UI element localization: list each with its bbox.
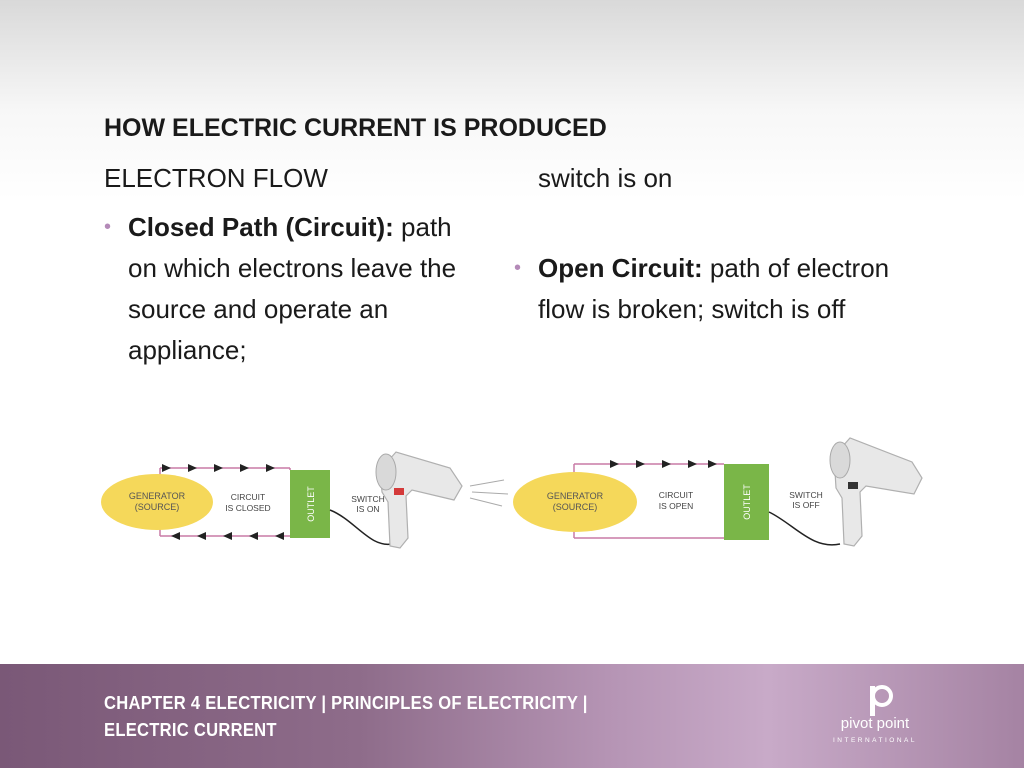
footer-bar bbox=[0, 664, 1024, 768]
generator-label: GENERATOR bbox=[129, 491, 186, 501]
outlet-box bbox=[724, 464, 769, 540]
generator-ellipse bbox=[513, 472, 637, 532]
circuit-label: CIRCUIT bbox=[231, 492, 265, 502]
circuit-state-label: IS CLOSED bbox=[225, 503, 270, 513]
outlet-box bbox=[290, 470, 330, 538]
open-circuit-definition: path of electron flow is broken; switch … bbox=[538, 253, 890, 324]
cord bbox=[329, 509, 393, 546]
airflow-lines bbox=[469, 479, 509, 507]
closed-circuit-term: Closed Path (Circuit): bbox=[128, 212, 394, 242]
logo-wordmark: pivot point bbox=[841, 715, 910, 732]
logo-subtext: INTERNATIONAL bbox=[833, 737, 917, 744]
outlet-label: OUTLET bbox=[742, 484, 752, 520]
slide-subheading: ELECTRON FLOW bbox=[104, 163, 328, 193]
switch-on-indicator bbox=[394, 488, 404, 495]
footer-chapter-text: CHAPTER 4 ELECTRICITY | PRINCIPLES OF EL… bbox=[104, 690, 619, 744]
switch-state-label: IS ON bbox=[356, 504, 379, 514]
switch-label: SWITCH bbox=[351, 494, 385, 504]
circuit-state-label: IS OPEN bbox=[659, 501, 693, 511]
closed-circuit-definition: path on which electrons leave the source… bbox=[128, 212, 457, 365]
hair-dryer-icon bbox=[375, 451, 463, 549]
electron-arrows-bottom bbox=[171, 532, 284, 540]
switch-state-label: IS OFF bbox=[792, 500, 819, 510]
pivot-point-logo: pivot point INTERNATIONAL bbox=[833, 685, 917, 744]
closed-circuit-bullet: • Closed Path (Circuit): path on which e… bbox=[104, 207, 484, 371]
electron-arrows-top bbox=[162, 464, 275, 472]
generator-label: GENERATOR bbox=[547, 491, 604, 501]
slide-title: HOW ELECTRIC CURRENT IS PRODUCED bbox=[104, 114, 607, 142]
hair-dryer-icon bbox=[829, 437, 923, 547]
generator-sublabel: (SOURCE) bbox=[553, 502, 598, 512]
generator-sublabel: (SOURCE) bbox=[135, 502, 180, 512]
generator-ellipse bbox=[101, 474, 213, 530]
cord bbox=[768, 511, 841, 546]
outlet-label: OUTLET bbox=[306, 486, 316, 522]
switch-label: SWITCH bbox=[789, 490, 823, 500]
bullet-dot: • bbox=[514, 257, 522, 279]
open-circuit-diagram: GENERATOR (SOURCE) CIRCUIT IS OPEN OUTLE… bbox=[513, 437, 923, 547]
switch-off-indicator bbox=[848, 482, 858, 489]
footer-line-2: ELECTRIC CURRENT bbox=[104, 720, 277, 740]
closed-circuit-diagram: GENERATOR (SOURCE) CIRCUIT IS CLOSED OUT… bbox=[101, 451, 509, 549]
closed-circuit-continuation: switch is on bbox=[538, 163, 673, 193]
open-circuit-bullet: • Open Circuit: path of electron flow is… bbox=[514, 248, 894, 330]
electron-arrows-top bbox=[610, 460, 717, 468]
bullet-dot: • bbox=[104, 216, 112, 238]
circuit-label: CIRCUIT bbox=[659, 490, 693, 500]
footer-line-1: CHAPTER 4 ELECTRICITY | PRINCIPLES OF EL… bbox=[104, 693, 588, 713]
open-circuit-term: Open Circuit: bbox=[538, 253, 703, 283]
